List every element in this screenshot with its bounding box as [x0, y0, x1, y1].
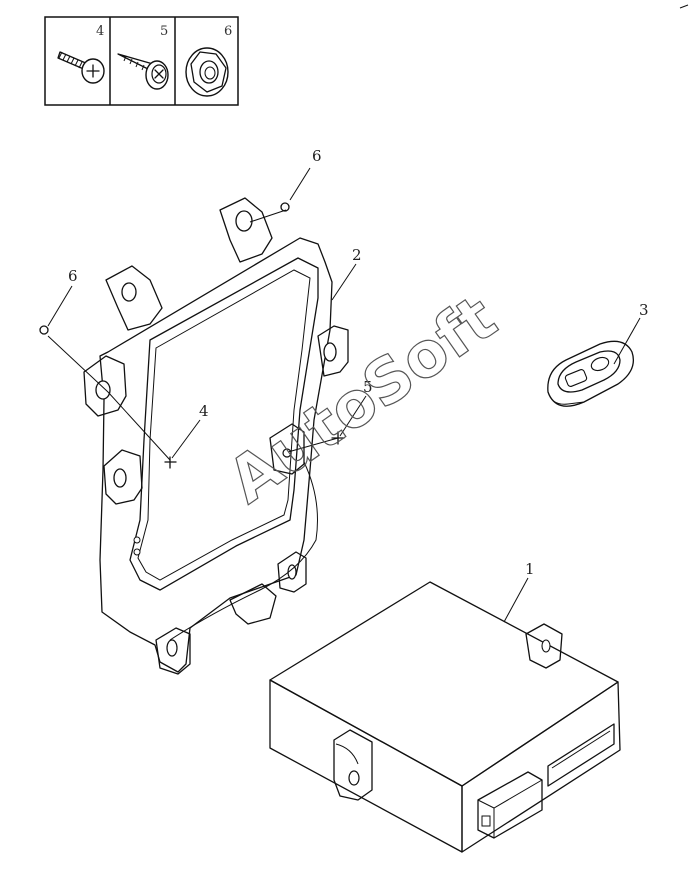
- leader-lines: [47, 167, 641, 623]
- callout-6-left: 6: [68, 267, 78, 285]
- watermark: AutoSoft: [215, 281, 509, 518]
- callout-6-top: 6: [312, 147, 322, 165]
- callout-2: 2: [352, 246, 362, 264]
- callout-5: 5: [363, 378, 373, 396]
- flange-nut-icon: [185, 47, 229, 97]
- tapping-screw-icon: [117, 53, 169, 90]
- legend-number-4: 4: [96, 24, 104, 39]
- screw-icon: [57, 51, 105, 84]
- ecu-module: [269, 581, 621, 853]
- legend-number-6: 6: [224, 24, 232, 39]
- screw-marker-4: [164, 456, 177, 469]
- callout-1: 1: [525, 560, 535, 578]
- ecu-bracket: [83, 197, 349, 675]
- nut-marker-left: [39, 325, 49, 335]
- fastener-marks: [39, 202, 345, 469]
- callout-3: 3: [639, 301, 649, 319]
- legend-number-5: 5: [160, 24, 168, 39]
- remote-key-fob: [547, 340, 635, 407]
- fastener-legend: 4 5 6: [44, 16, 239, 106]
- legend-cell-5: 5: [117, 24, 169, 90]
- legend-cell-6: 6: [185, 24, 232, 97]
- legend-cell-4: 4: [57, 24, 105, 84]
- callout-numbers: 6 6 2 3 4 5 1: [68, 147, 649, 578]
- nut-marker-top: [280, 202, 290, 212]
- callout-4: 4: [199, 402, 209, 420]
- corner-mark: [679, 4, 689, 9]
